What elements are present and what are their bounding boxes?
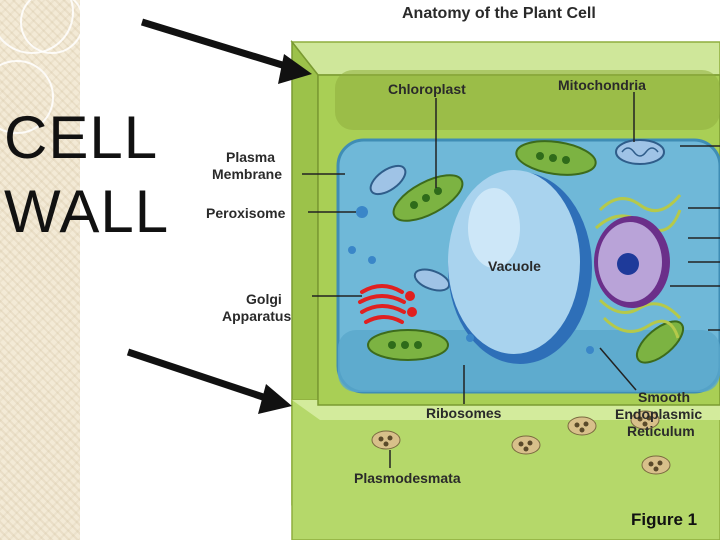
- label-plasma-membrane-line2: Membrane: [212, 166, 283, 182]
- vacuole: [448, 170, 592, 364]
- nucleus: [594, 216, 670, 308]
- label-mitochondria: Mitochondria: [558, 77, 646, 93]
- peroxisomes: [348, 206, 594, 354]
- label-chloroplast: Chloroplast: [388, 81, 466, 97]
- label-smooth-er-line2: Endoplasmic: [615, 406, 703, 422]
- endoplasmic-reticulum: [594, 194, 682, 339]
- leader-lines: [302, 92, 720, 468]
- figure-caption: Figure 1: [631, 510, 698, 529]
- mitochondria: [369, 139, 665, 292]
- arrow-lower: [126, 348, 292, 414]
- label-peroxisome: Peroxisome: [206, 205, 286, 221]
- chloroplasts: [367, 140, 685, 364]
- label-smooth-er-line3: Reticulum: [627, 423, 695, 439]
- decorative-circle: [20, 0, 84, 54]
- label-smooth-er-line1: Smooth: [638, 389, 691, 405]
- figure-title: Anatomy of the Plant Cell: [402, 5, 596, 22]
- label-vacuole: Vacuole: [488, 258, 541, 274]
- plasmodesmata: [371, 410, 671, 475]
- golgi-apparatus: [358, 284, 417, 324]
- label-golgi-line1: Golgi: [246, 291, 282, 307]
- decorative-side-strip: [0, 0, 84, 540]
- slide-heading-line1: CELL: [4, 104, 159, 171]
- label-plasmodesmata: Plasmodesmata: [354, 470, 461, 486]
- arrow-upper: [140, 18, 312, 84]
- slide-heading-line2: WALL: [4, 178, 170, 245]
- label-plasma-membrane-line1: Plasma: [226, 149, 276, 165]
- label-golgi-line2: Apparatus: [222, 308, 292, 324]
- label-ribosomes: Ribosomes: [426, 405, 502, 421]
